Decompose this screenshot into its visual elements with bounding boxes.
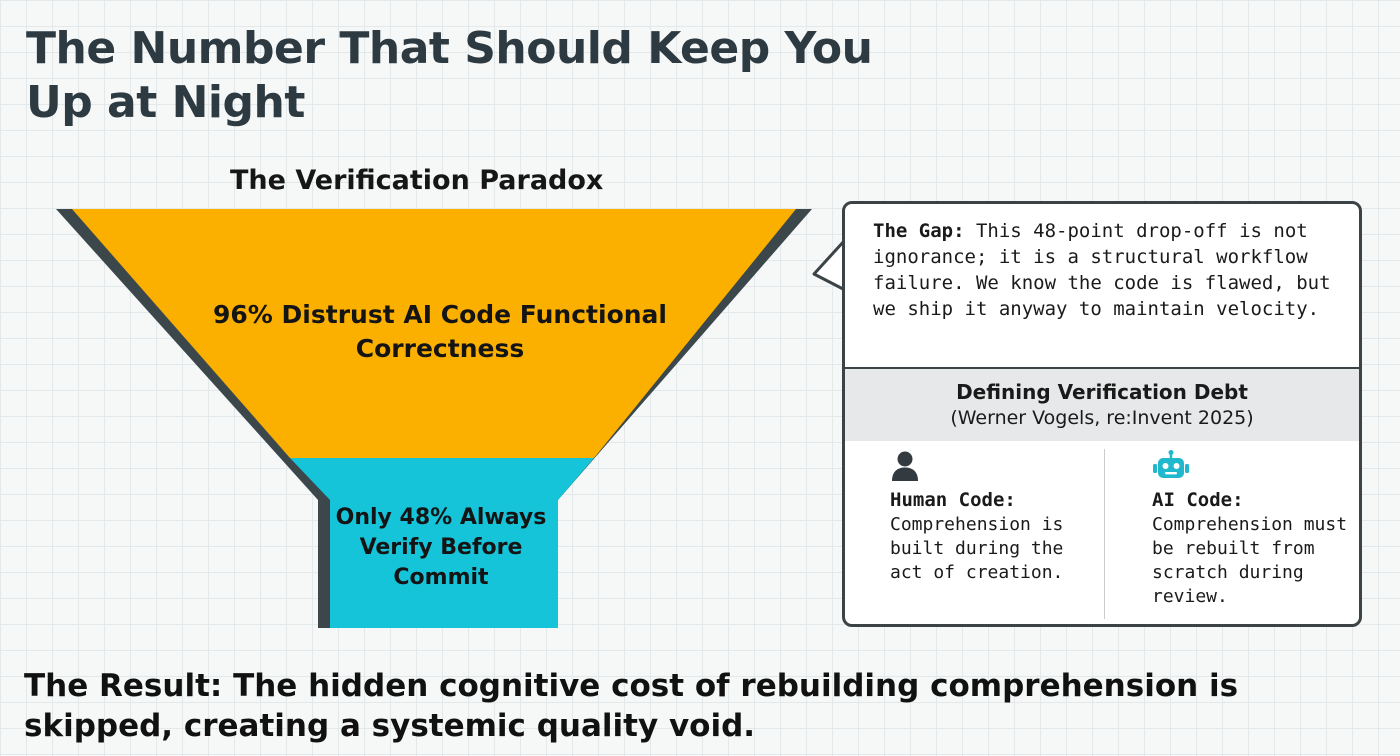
funnel-bottom-section [290, 458, 594, 628]
gap-callout: The Gap: This 48-point drop-off is not i… [842, 201, 1362, 627]
funnel-top-label: 96% Distrust AI Code Functional Correctn… [213, 300, 667, 363]
gap-description: The Gap: This 48-point drop-off is not i… [873, 218, 1343, 322]
human-code-text: Comprehension is built during the act of… [890, 514, 1064, 583]
gap-body: This 48-point drop-off is not ignorance;… [873, 220, 1331, 320]
debt-title: Defining Verification Debt [956, 380, 1248, 404]
person-icon [890, 449, 1104, 485]
ai-code-text: Comprehension must be rebuilt from scrat… [1152, 514, 1348, 607]
ai-code-label: AI Code: [1152, 489, 1244, 511]
page-title: The Number That Should Keep You Up at Ni… [26, 23, 873, 128]
gap-label: The Gap: [873, 220, 965, 242]
debt-source: (Werner Vogels, re:Invent 2025) [950, 407, 1254, 429]
result-statement: The Result: The hidden cognitive cost of… [24, 668, 1239, 744]
ai-code-column: AI Code: Comprehension must be rebuilt f… [1105, 449, 1359, 619]
human-code-label: Human Code: [890, 489, 1016, 511]
funnel-top-section [72, 209, 796, 458]
funnel-bottom-label: Only 48% Always Verify Before Commit [335, 505, 547, 590]
verification-debt-header: Defining Verification Debt (Werner Vogel… [845, 367, 1359, 441]
human-code-column: Human Code: Comprehension is built durin… [845, 449, 1105, 619]
funnel-title: The Verification Paradox [230, 165, 604, 196]
robot-icon [1152, 449, 1359, 485]
